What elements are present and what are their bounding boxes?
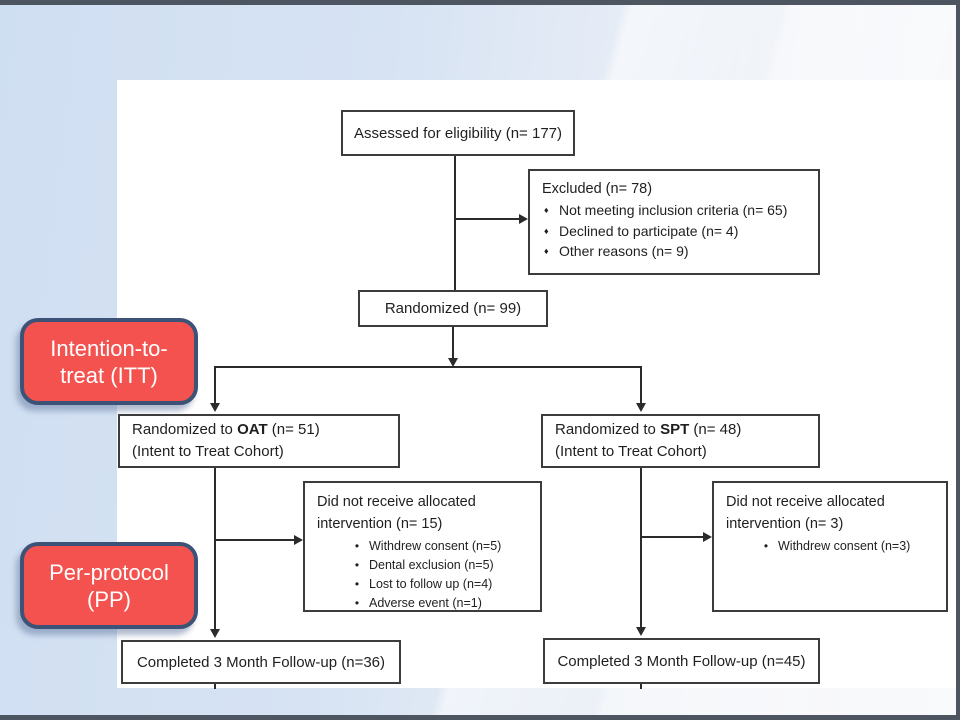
oat-arm-line2: (Intent to Treat Cohort) xyxy=(132,443,284,460)
pp-callout: Per-protocol (PP) xyxy=(20,542,198,629)
dnr-reason: Dental exclusion (n=5) xyxy=(369,558,494,572)
connector-stub-left xyxy=(214,684,216,689)
spt-count: (n= 48) xyxy=(689,421,742,438)
dnr-right-title-line1: Did not receive allocated xyxy=(726,494,885,510)
assessed-label: Assessed for eligibility (n= 177) xyxy=(353,124,562,142)
list-item: • Withdrew consent (n=3) xyxy=(754,537,938,556)
diamond-bullet-icon: ♦ xyxy=(544,205,549,215)
dnr-left-list: • Withdrew consent (n=5) • Dental exclus… xyxy=(317,537,532,613)
dnr-reason: Lost to follow up (n=4) xyxy=(369,577,493,591)
completed-right-label: Completed 3 Month Follow-up (n=45) xyxy=(557,652,806,670)
arrowhead-randomized-split xyxy=(448,358,458,367)
connector-split-to-spt xyxy=(640,366,642,404)
arrowhead-completed-right xyxy=(636,627,646,636)
itt-callout: Intention-to-treat (ITT) xyxy=(20,318,198,405)
dnr-right-list: • Withdrew consent (n=3) xyxy=(726,537,938,556)
diamond-bullet-icon: ♦ xyxy=(544,246,549,256)
dnr-right-box: Did not receive allocated intervention (… xyxy=(712,481,948,612)
dnr-left-box: Did not receive allocated intervention (… xyxy=(303,481,542,612)
excluded-reason: Not meeting inclusion criteria (n= 65) xyxy=(559,202,788,218)
oat-prefix: Randomized to xyxy=(132,421,238,438)
list-item: ♦ Declined to participate (n= 4) xyxy=(542,222,808,242)
arrowhead-completed-left xyxy=(210,629,220,638)
list-item: • Withdrew consent (n=5) xyxy=(345,537,532,556)
dnr-left-title-line2: intervention (n= 15) xyxy=(317,516,443,532)
connector-split-horizontal xyxy=(214,366,642,368)
arrowhead-excluded xyxy=(519,214,528,224)
arrowhead-oat xyxy=(210,403,220,412)
excluded-title: Excluded (n= 78) xyxy=(542,181,653,197)
connector-to-dnr-left xyxy=(215,539,295,541)
frame-top-bar xyxy=(0,0,960,5)
connector-split-to-oat xyxy=(214,366,216,404)
connector-randomized-down xyxy=(452,327,454,359)
dot-bullet-icon: • xyxy=(354,558,360,572)
list-item: • Dental exclusion (n=5) xyxy=(345,556,532,575)
oat-arm-code: OAT xyxy=(237,421,268,438)
connector-oat-to-completed xyxy=(214,468,216,630)
arrowhead-spt xyxy=(636,403,646,412)
spt-arm-line1: Randomized to SPT (n= 48) xyxy=(555,419,808,441)
itt-callout-label: Intention-to-treat (ITT) xyxy=(50,335,168,388)
completed-left-label: Completed 3 Month Follow-up (n=36) xyxy=(136,653,386,671)
list-item: ♦ Not meeting inclusion criteria (n= 65) xyxy=(542,201,808,221)
dot-bullet-icon: • xyxy=(354,577,360,591)
assessed-box: Assessed for eligibility (n= 177) xyxy=(341,110,575,156)
dnr-reason: Withdrew consent (n=3) xyxy=(778,539,911,553)
spt-arm-box: Randomized to SPT (n= 48) (Intent to Tre… xyxy=(541,414,820,468)
dot-bullet-icon: • xyxy=(354,539,360,553)
connector-to-excluded xyxy=(455,218,520,220)
frame-right-bar xyxy=(956,0,960,720)
spt-arm-code: SPT xyxy=(660,421,690,438)
excluded-reason: Other reasons (n= 9) xyxy=(559,243,689,259)
list-item: • Lost to follow up (n=4) xyxy=(345,575,532,594)
dnr-right-title-line2: intervention (n= 3) xyxy=(726,516,844,532)
dot-bullet-icon: • xyxy=(354,596,360,610)
connector-assessed-to-randomized xyxy=(454,156,456,290)
connector-stub-right xyxy=(640,684,642,689)
dnr-reason: Adverse event (n=1) xyxy=(369,596,482,610)
list-item: ♦ Other reasons (n= 9) xyxy=(542,242,808,262)
connector-spt-to-completed xyxy=(640,468,642,628)
dot-bullet-icon: • xyxy=(763,539,769,553)
randomized-box: Randomized (n= 99) xyxy=(358,290,548,327)
excluded-box: Excluded (n= 78) ♦ Not meeting inclusion… xyxy=(528,169,820,275)
completed-left-box: Completed 3 Month Follow-up (n=36) xyxy=(121,640,401,684)
pp-callout-label: Per-protocol (PP) xyxy=(49,559,169,612)
frame-bottom-bar xyxy=(0,715,960,720)
connector-to-dnr-right xyxy=(641,536,704,538)
list-item: • Adverse event (n=1) xyxy=(345,594,532,613)
randomized-label: Randomized (n= 99) xyxy=(384,300,522,317)
diamond-bullet-icon: ♦ xyxy=(544,225,549,236)
oat-arm-line1: Randomized to OAT (n= 51) xyxy=(132,419,388,441)
completed-right-box: Completed 3 Month Follow-up (n=45) xyxy=(543,638,820,684)
excluded-reason: Declined to participate (n= 4) xyxy=(559,222,739,239)
dnr-reason: Withdrew consent (n=5) xyxy=(369,539,502,553)
spt-prefix: Randomized to xyxy=(555,421,661,438)
arrowhead-dnr-left xyxy=(294,535,303,545)
arrowhead-dnr-right xyxy=(703,532,712,542)
oat-count: (n= 51) xyxy=(267,421,320,438)
spt-arm-line2: (Intent to Treat Cohort) xyxy=(555,443,707,460)
dnr-left-title-line1: Did not receive allocated xyxy=(317,494,476,510)
oat-arm-box: Randomized to OAT (n= 51) (Intent to Tre… xyxy=(118,414,400,468)
